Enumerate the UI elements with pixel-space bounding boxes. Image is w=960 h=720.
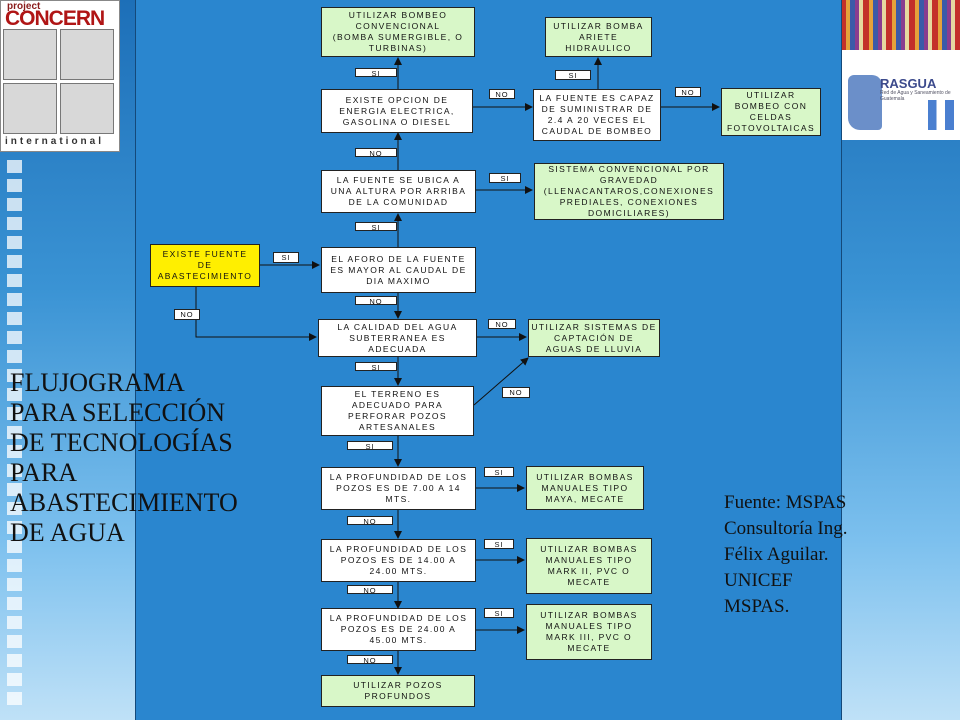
decorative-square [7, 483, 22, 496]
label-si-aforo: SI [273, 252, 299, 263]
decorative-square [7, 540, 22, 553]
decorative-square [7, 198, 22, 211]
arrow-existe-to-calidad [195, 287, 317, 341]
decorative-square [7, 255, 22, 268]
decorative-square [7, 369, 22, 382]
decorative-square [7, 692, 22, 705]
decorative-square [7, 673, 22, 686]
label-si-terreno: SI [347, 441, 393, 451]
box-prof-7-14: LA PROFUNDIDAD DE LOS POZOS ES DE 7.00 A… [321, 467, 476, 510]
flowchart-connectors [195, 57, 720, 675]
left-decorative-strip [0, 0, 30, 720]
decorative-square [7, 388, 22, 401]
label-si-maya: SI [484, 467, 514, 477]
mother-child-icon [3, 83, 57, 134]
slide-title: FLUJOGRAMA PARA SELECCIÓN DE TECNOLOGÍAS… [10, 368, 238, 547]
label-si-mark2: SI [484, 539, 514, 549]
decorative-square [7, 407, 22, 420]
label-si-altura: SI [355, 222, 397, 232]
decorative-square [7, 597, 22, 610]
rasgua-brand: RASGUA [880, 76, 937, 91]
label-no-energia: NO [355, 148, 397, 158]
decorative-square [7, 521, 22, 534]
box-prof-24-45: LA PROFUNDIDAD DE LOS POZOS ES DE 24.00 … [321, 608, 476, 651]
label-si-ariete: SI [555, 70, 591, 80]
label-no-celdas: NO [675, 87, 701, 97]
label-no-terreno: NO [502, 387, 530, 398]
box-gravedad: SISTEMA CONVENCIONAL POR GRAVEDAD (LLENA… [534, 163, 724, 220]
decorative-square [7, 293, 22, 306]
decorative-square [7, 616, 22, 629]
box-prof-14-24: LA PROFUNDIDAD DE LOS POZOS ES DE 14.00 … [321, 539, 476, 582]
logo-text-project: project [7, 1, 41, 12]
source-credits: Fuente: MSPAS Consultoría Ing. Félix Agu… [724, 492, 848, 617]
box-bombeo-convencional: UTILIZAR BOMBEO CONVENCIONAL (BOMBA SUME… [321, 7, 475, 57]
label-no-calidad: NO [488, 319, 516, 329]
box-lluvia: UTILIZAR SISTEMAS DE CAPTACIÓN DE AGUAS … [528, 319, 660, 357]
box-aforo: EL AFORO DE LA FUENTE ES MAYOR AL CAUDAL… [321, 247, 476, 293]
box-energia-electrica: EXISTE OPCION DE ENERGIA ELECTRICA, GASO… [321, 89, 473, 133]
decorative-square [7, 635, 22, 648]
decorative-square [7, 559, 22, 572]
guatemala-map-icon [848, 75, 882, 130]
water-tap-icon [60, 83, 114, 134]
box-terreno: EL TERRENO ES ADECUADO PARA PERFORAR POZ… [321, 386, 474, 436]
box-calidad: LA CALIDAD DEL AGUA SUBTERRANEA ES ADECU… [318, 319, 477, 357]
box-existe-fuente: EXISTE FUENTE DE ABASTECIMIENTO [150, 244, 260, 287]
label-si-calidad: SI [355, 362, 397, 372]
decorative-square [7, 578, 22, 591]
decorative-square [7, 236, 22, 249]
label-si-mark3: SI [484, 608, 514, 618]
textile-photo [840, 0, 960, 50]
decorative-square [7, 445, 22, 458]
decorative-square [7, 502, 22, 515]
box-celdas: UTILIZAR BOMBEO CON CELDAS FOTOVOLTAICAS [721, 88, 821, 136]
logo-text-concern: CONCERN [5, 7, 105, 30]
guatemala-flag-icon [928, 100, 954, 130]
label-no-existe: NO [174, 309, 200, 320]
label-si-bombeo: SI [355, 68, 397, 78]
label-no-prof3: NO [347, 655, 393, 665]
caduceus-icon [3, 29, 57, 80]
label-no-prof2: NO [347, 585, 393, 595]
decorative-square [7, 312, 22, 325]
decorative-square [7, 160, 22, 173]
rasgua-logo: RASGUA Red de Agua y Saneamiento de Guat… [840, 0, 960, 140]
label-no-aforo: NO [355, 296, 397, 306]
label-si-gravedad: SI [489, 173, 521, 183]
box-pozos-profundos: UTILIZAR POZOS PROFUNDOS [321, 675, 475, 707]
corn-icon [60, 29, 114, 80]
decorative-square [7, 274, 22, 287]
decorative-square [7, 179, 22, 192]
label-no-capaz: NO [489, 89, 515, 99]
decorative-square [7, 331, 22, 344]
decorative-square [7, 350, 22, 363]
box-bomba-ariete: UTILIZAR BOMBA ARIETE HIDRAULICO [545, 17, 652, 57]
decorative-square [7, 464, 22, 477]
decorative-square [7, 217, 22, 230]
box-fuente-capaz: LA FUENTE ES CAPAZ DE SUMINISTRAR DE 2.4… [533, 89, 661, 141]
box-fuente-altura: LA FUENTE SE UBICA A UNA ALTURA POR ARRI… [321, 170, 476, 213]
box-mark2: UTILIZAR BOMBAS MANUALES TIPO MARK II, P… [526, 538, 652, 594]
project-concern-logo: project CONCERN international [0, 0, 120, 152]
arrow-terreno-to-lluvia [473, 357, 529, 406]
logo-image-grid [3, 29, 116, 135]
box-mark3: UTILIZAR BOMBAS MANUALES TIPO MARK III, … [526, 604, 652, 660]
decorative-square [7, 426, 22, 439]
flowchart-panel: UTILIZAR BOMBEO CONVENCIONAL (BOMBA SUME… [135, 0, 842, 720]
logo-text-international: international [5, 136, 105, 147]
decorative-square [7, 654, 22, 667]
label-no-prof1: NO [347, 516, 393, 526]
rasgua-subtitle: Red de Agua y Saneamiento de Guatemala [880, 90, 951, 102]
box-maya: UTILIZAR BOMBAS MANUALES TIPO MAYA, MECA… [526, 466, 644, 510]
